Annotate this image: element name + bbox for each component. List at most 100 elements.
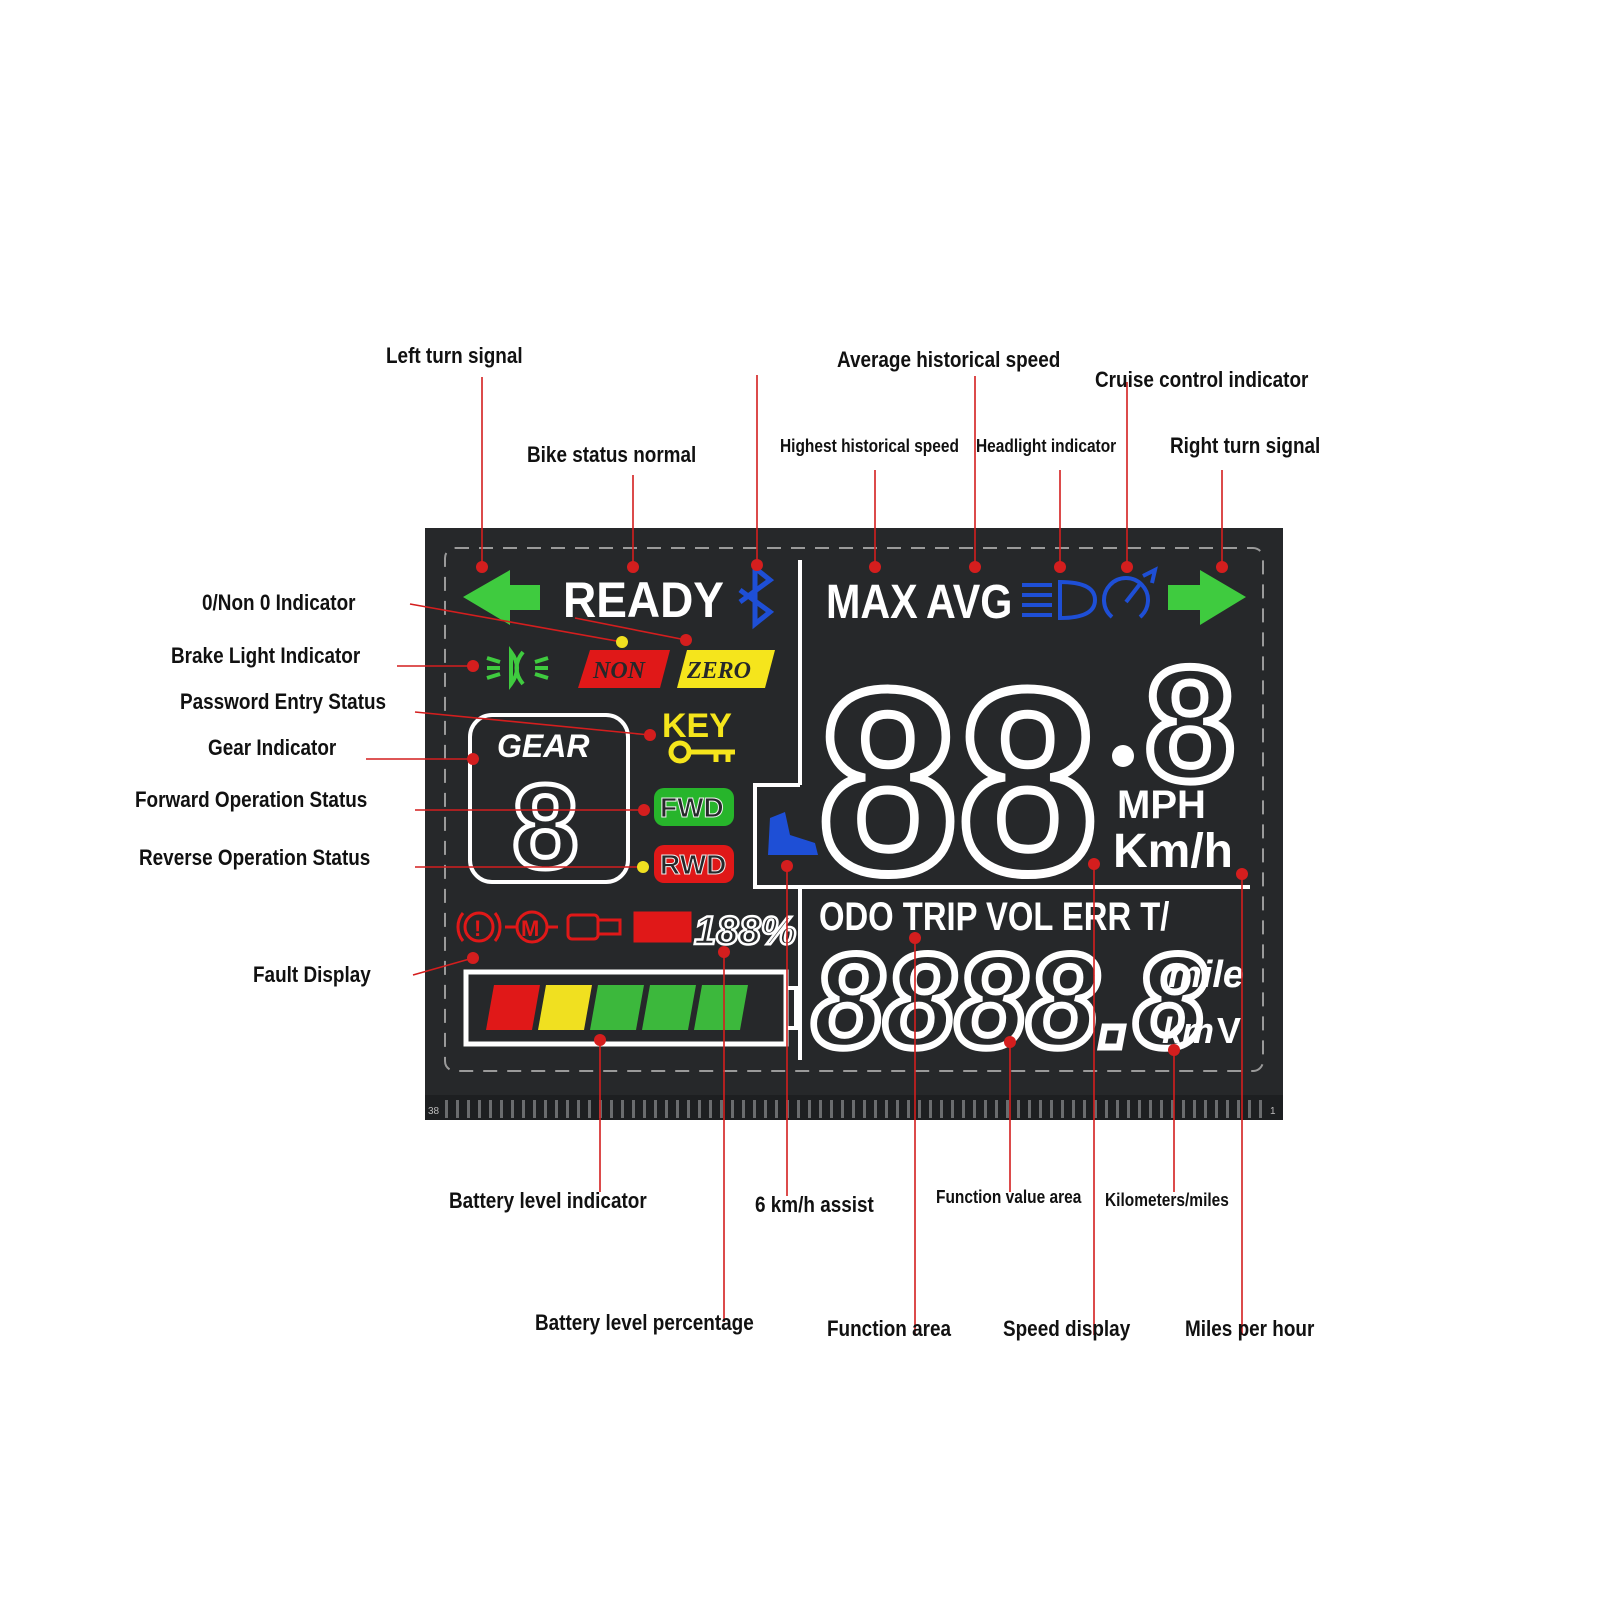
connector-pin xyxy=(709,1100,712,1118)
connector-pin xyxy=(885,1100,888,1118)
gear-digit: 8 xyxy=(512,760,579,894)
zero-text: ZERO xyxy=(686,658,751,684)
connector-pin xyxy=(1248,1100,1251,1118)
connector-pin xyxy=(1061,1100,1064,1118)
speed-decimal-point xyxy=(1112,745,1134,767)
connector-pin xyxy=(1215,1100,1218,1118)
connector-pin xyxy=(1017,1100,1020,1118)
connector-pin xyxy=(588,1100,591,1118)
rwd-badge xyxy=(654,845,734,883)
connector-pin xyxy=(1127,1100,1130,1118)
connector-pin xyxy=(764,1100,767,1118)
label-gear-indicator: Gear Indicator xyxy=(208,735,337,760)
label-miles-per-hour: Miles per hour xyxy=(1185,1316,1315,1341)
divider-step xyxy=(753,783,1250,889)
connector-pin xyxy=(1039,1100,1042,1118)
label-headlight-indicator: Headlight indicator xyxy=(976,436,1117,456)
label-forward-operation-status: Forward Operation Status xyxy=(135,787,368,812)
non-badge xyxy=(578,650,670,688)
fwd-badge xyxy=(654,788,734,826)
key-icon xyxy=(668,740,735,764)
label-fault-display: Fault Display xyxy=(253,962,371,987)
battery-segment xyxy=(694,985,748,1030)
connector-pin xyxy=(1171,1100,1174,1118)
connector-pin xyxy=(632,1100,635,1118)
connector-pin xyxy=(973,1100,976,1118)
mile-unit: mile xyxy=(1168,954,1244,996)
connector-pin xyxy=(698,1100,701,1118)
brake-light-icon xyxy=(486,645,549,691)
fault-controller-icon xyxy=(633,911,692,943)
markers-red xyxy=(467,559,1248,1056)
connector-pin xyxy=(1105,1100,1108,1118)
connector-pin xyxy=(929,1100,932,1118)
leader-lines xyxy=(366,375,1243,1335)
fault-warning-icon xyxy=(463,911,495,943)
left-arrow-icon xyxy=(463,570,540,625)
connector-pin xyxy=(797,1100,800,1118)
label-speed-display: Speed display xyxy=(1003,1316,1131,1341)
label-battery-level-percentage: Battery level percentage xyxy=(535,1310,754,1335)
connector-pin xyxy=(500,1100,503,1118)
non-text: NON xyxy=(592,658,647,684)
connector-pin xyxy=(731,1100,734,1118)
connector-pin xyxy=(742,1100,745,1118)
connector-pin xyxy=(654,1100,657,1118)
connector-pin xyxy=(1259,1100,1262,1118)
fwd-text: FWD xyxy=(660,792,724,823)
label-average-historical-speed: Average historical speed xyxy=(837,347,1061,372)
speed-digits: 88 xyxy=(818,636,1098,928)
function-labels: ODO TRIP VOL ERR T/ xyxy=(819,894,1169,939)
connector-pin xyxy=(852,1100,855,1118)
km-unit: km xyxy=(1162,1010,1214,1051)
speed-decimal-digit: 8 xyxy=(1145,634,1235,815)
label-left-turn-signal: Left turn signal xyxy=(386,343,523,368)
connector-pin xyxy=(841,1100,844,1118)
battery-segment xyxy=(642,985,696,1030)
battery-segment xyxy=(538,985,592,1030)
headlight-icon xyxy=(1022,579,1098,621)
connector-pin xyxy=(1193,1100,1196,1118)
connector-pins xyxy=(445,1100,1262,1118)
battery-segment xyxy=(486,985,540,1030)
connector-pin xyxy=(940,1100,943,1118)
connector-pin xyxy=(819,1100,822,1118)
connector-pin xyxy=(720,1100,723,1118)
bluetooth-icon xyxy=(738,562,775,630)
cruise-control-icon xyxy=(1102,566,1158,619)
connector-pin xyxy=(951,1100,954,1118)
connector-pin xyxy=(808,1100,811,1118)
connector-pin xyxy=(1006,1100,1009,1118)
fault-throttle-icon xyxy=(566,913,600,941)
ready-text: READY xyxy=(563,573,724,628)
connector-pin xyxy=(874,1100,877,1118)
fault-warning-mark: ! xyxy=(474,916,481,941)
connector-pin xyxy=(478,1100,481,1118)
label-password-entry-status: Password Entry Status xyxy=(180,689,387,714)
connector-pin xyxy=(1237,1100,1240,1118)
label-6kmh-assist: 6 km/h assist xyxy=(755,1192,874,1217)
kmh-unit: Km/h xyxy=(1113,825,1233,878)
connector-pin xyxy=(621,1100,624,1118)
connector-pin xyxy=(456,1100,459,1118)
label-right-turn-signal: Right turn signal xyxy=(1170,433,1321,458)
connector-pin xyxy=(1182,1100,1185,1118)
connector-pin xyxy=(1149,1100,1152,1118)
connector-pin xyxy=(896,1100,899,1118)
label-battery-level-indicator: Battery level indicator xyxy=(449,1188,647,1213)
connector-pin xyxy=(1226,1100,1229,1118)
gear-box xyxy=(468,713,630,884)
connector-pin xyxy=(566,1100,569,1118)
connector-pin xyxy=(643,1100,646,1118)
gear-label: GEAR xyxy=(497,728,589,764)
fault-icons xyxy=(456,910,692,944)
lcd-inner-border xyxy=(444,547,1264,1072)
rwd-text: RWD xyxy=(660,849,726,880)
connector-pin xyxy=(863,1100,866,1118)
markers-yellow xyxy=(616,636,649,873)
volt-unit: V xyxy=(1217,1010,1241,1051)
label-function-area: Function area xyxy=(827,1316,952,1341)
battery-segments xyxy=(486,985,748,1030)
key-text: KEY xyxy=(662,707,732,745)
